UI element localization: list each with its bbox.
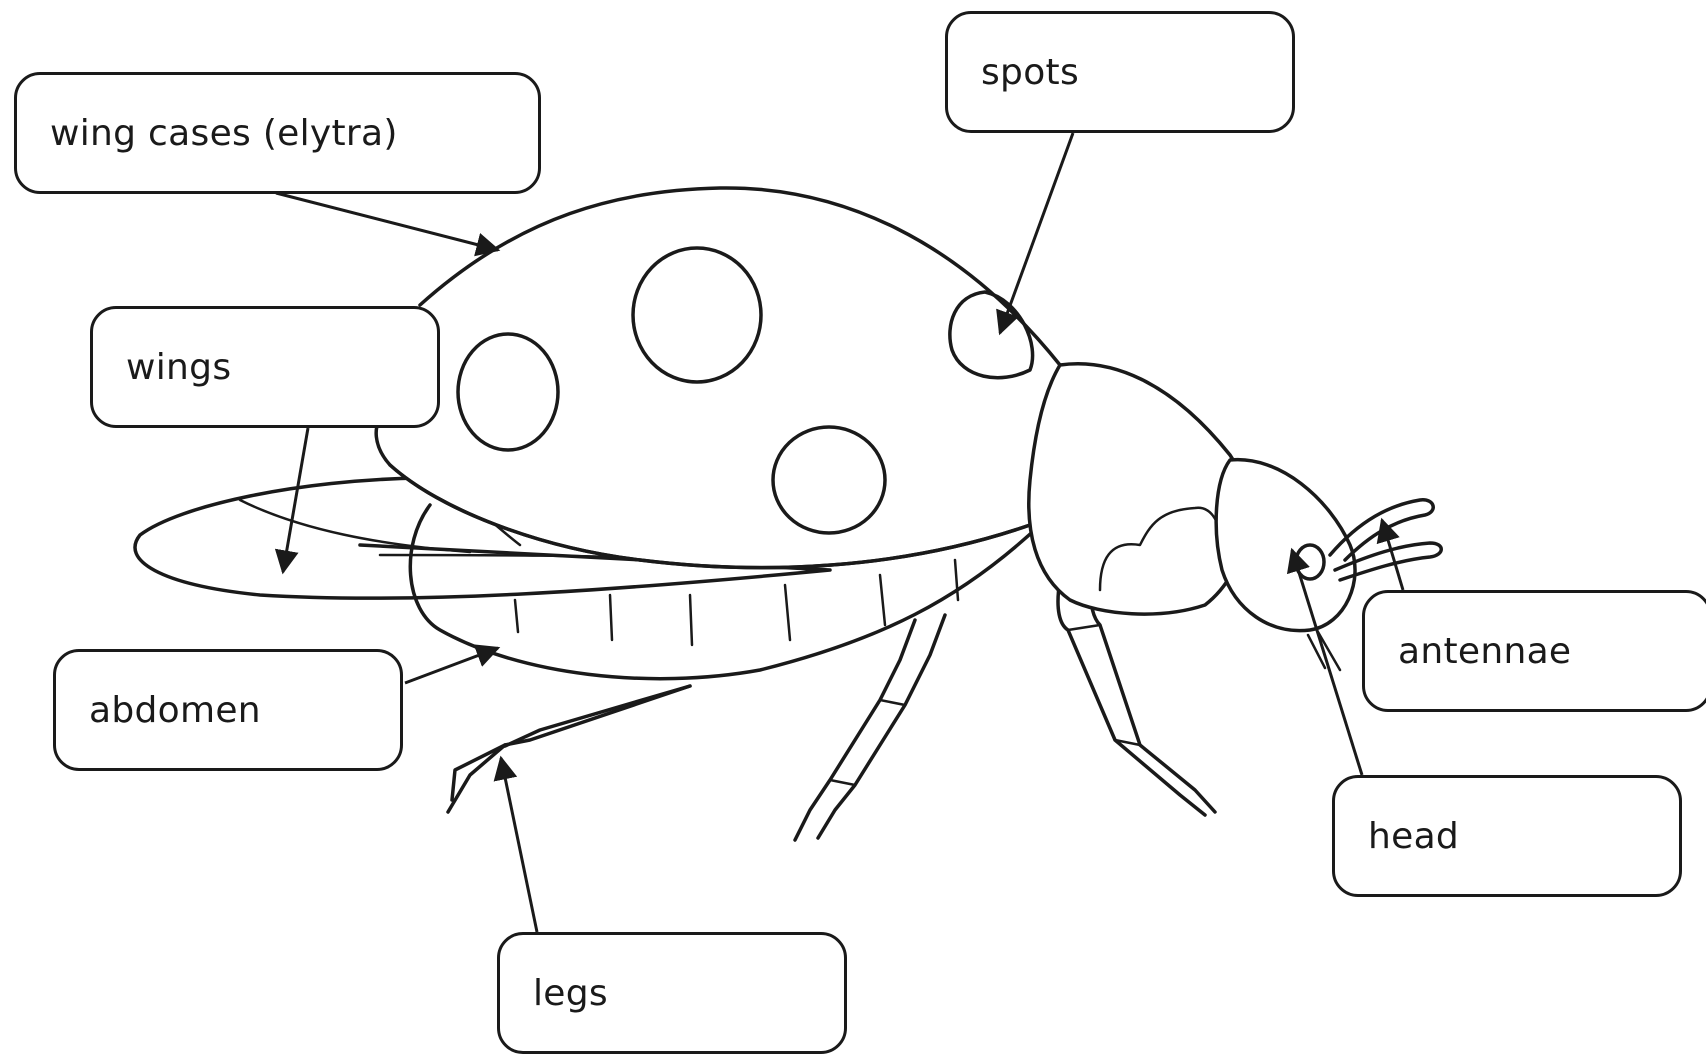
label-wing-cases: wing cases (elytra) <box>14 72 541 194</box>
label-wings: wings <box>90 306 440 428</box>
thorax-shape <box>1029 364 1247 614</box>
pointer-abdomen <box>405 648 498 683</box>
label-head: head <box>1332 775 1682 897</box>
pointer-antennae <box>1382 520 1403 590</box>
pointer-legs <box>501 758 537 932</box>
pointer-wings <box>283 428 308 572</box>
label-abdomen: abdomen <box>53 649 403 771</box>
label-legs: legs <box>497 932 847 1054</box>
label-antennae: antennae <box>1362 590 1706 712</box>
pointer-spots <box>1000 133 1073 333</box>
head-shape <box>1216 460 1355 670</box>
label-spots: spots <box>945 11 1295 133</box>
middle-leg <box>795 615 945 840</box>
pointer-wing-cases <box>276 193 498 250</box>
back-leg <box>448 686 690 812</box>
